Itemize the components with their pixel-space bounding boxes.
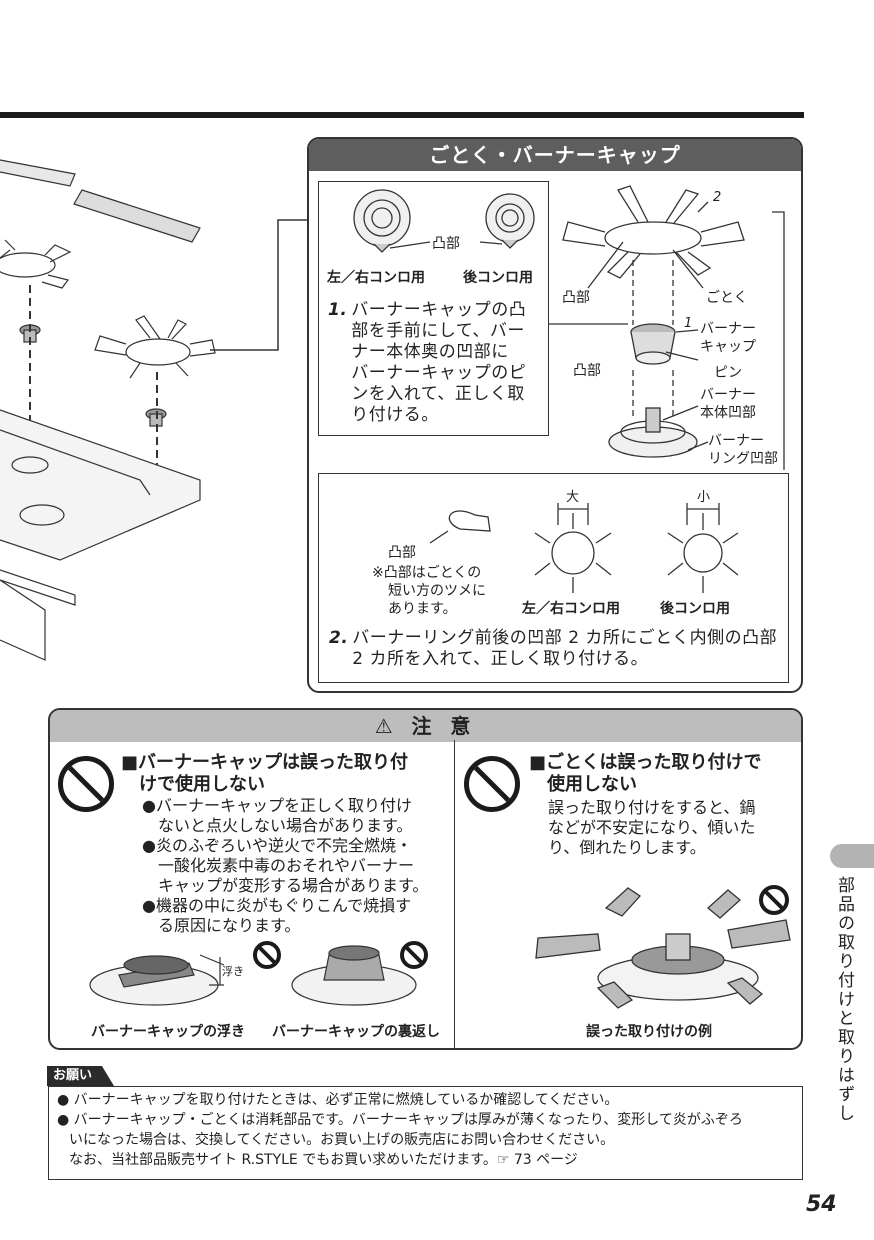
burner-cap-label-line: キャップ bbox=[700, 339, 756, 355]
step2-box bbox=[318, 473, 789, 683]
caption-cap-float: バーナーキャップの浮き bbox=[91, 1024, 245, 1040]
gotoku-sizes-illustration bbox=[429, 503, 739, 593]
request-line: ● バーナーキャップ・ごとくは消耗部品です。バーナーキャップは厚みが薄くなったり… bbox=[57, 1112, 743, 1128]
prohibited-icon bbox=[464, 756, 520, 812]
pin-label: ピン bbox=[714, 365, 742, 381]
bullet-line: る原因になります。 bbox=[158, 916, 301, 935]
bullet-line: ●機器の中に炎がもぐりこんで焼損す bbox=[142, 896, 412, 915]
body-line: り、倒れたりします。 bbox=[548, 838, 706, 857]
step1-line: 部を手前にして、バー bbox=[351, 321, 525, 341]
burner-cap-label-line: バーナー bbox=[700, 321, 756, 337]
step1-line: ナー本体奥の凹部に bbox=[351, 342, 509, 362]
burner-ring-label-line: バーナー bbox=[708, 433, 764, 449]
request-line: ● バーナーキャップを取り付けたときは、必ず正常に燃焼しているか確認してください… bbox=[57, 1092, 619, 1108]
body-line: 誤った取り付けをすると、鍋 bbox=[548, 798, 756, 817]
heading-line: 使用しない bbox=[547, 774, 637, 795]
heading-line: ■バーナーキャップは誤った取り付 bbox=[121, 752, 409, 773]
large-label: 大 bbox=[566, 490, 580, 505]
request-line: いになった場合は、交換してください。お買い上げの販売店にお問い合わせください。 bbox=[69, 1132, 615, 1148]
cap-types-illustration bbox=[353, 189, 535, 253]
burner-body-label-line: バーナー bbox=[700, 387, 756, 403]
section-tab bbox=[830, 844, 874, 868]
step2-line: バーナーリング前後の凹部 2 カ所にごとく内側の凸部 bbox=[352, 628, 778, 648]
bump-note-line: あります。 bbox=[388, 601, 457, 617]
burner-ring-label: バーナー リング凹部 bbox=[708, 432, 778, 468]
float-label: 浮き bbox=[222, 965, 244, 978]
bump-note-line: 短い方のツメに bbox=[388, 583, 486, 599]
caption-wrong-install: 誤った取り付けの例 bbox=[586, 1024, 712, 1040]
caution-header: ⚠ 注 意 bbox=[50, 710, 801, 742]
page-number: 54 bbox=[806, 1192, 837, 1217]
cap-bump-label: 凸部 bbox=[573, 363, 601, 379]
step1-line: り付ける。 bbox=[351, 405, 439, 425]
request-box: ● バーナーキャップを取り付けたときは、必ず正常に燃焼しているか確認してください… bbox=[48, 1086, 803, 1180]
burner-cap-label: バーナー キャップ bbox=[700, 320, 756, 356]
caution-right-body: 誤った取り付けをすると、鍋 などが不安定になり、傾いた り、倒れたりします。 bbox=[548, 798, 798, 858]
warning-triangle-icon: ⚠ bbox=[374, 714, 399, 738]
step1-line: ンを入れて、正しく取 bbox=[351, 384, 525, 404]
burner-ring-label-line: リング凹部 bbox=[708, 451, 778, 467]
caution-left-bullets: ●バーナーキャップを正しく取り付け ないと点火しない場合があります。 ●炎のふぞ… bbox=[142, 796, 450, 936]
burner-body-label-line: 本体凹部 bbox=[700, 405, 756, 421]
top-rule bbox=[0, 112, 804, 118]
gotoku-label: ごとく bbox=[706, 290, 748, 306]
gotoku-claw-bump-label: 凸部 bbox=[388, 545, 416, 561]
bump-label: 凸部 bbox=[432, 236, 460, 252]
bump-note: ※凸部はごとくの 短い方のツメに あります。 bbox=[372, 564, 486, 618]
panel-title: ごとく・バーナーキャップ bbox=[309, 139, 801, 171]
burner-body-label: バーナー 本体凹部 bbox=[700, 386, 756, 422]
heading-line: けで使用しない bbox=[139, 774, 265, 795]
step2-line: 2 カ所を入れて、正しく取り付ける。 bbox=[352, 649, 649, 669]
request-tag: お願い bbox=[47, 1066, 115, 1086]
step2-instruction: 2. バーナーリング前後の凹部 2 カ所にごとく内側の凸部 2 カ所を入れて、正… bbox=[329, 628, 789, 670]
bullet-line: ●炎のふぞろいや逆火で不完全燃焼・ bbox=[142, 836, 412, 855]
caution-right-heading: ■ごとくは誤った取り付けで 使用しない bbox=[529, 752, 799, 796]
bullet-line: ないと点火しない場合があります。 bbox=[158, 816, 413, 835]
wrong-gotoku-illustration bbox=[535, 885, 791, 1009]
bump-note-line: ※凸部はごとくの bbox=[372, 565, 482, 581]
step1-line: バーナーキャップの凸 bbox=[351, 300, 527, 320]
burner-cap-float-illustration bbox=[89, 941, 428, 1006]
caution-section: ⚠ 注 意 bbox=[48, 708, 803, 1050]
callout-2: 2 bbox=[713, 190, 722, 205]
caption-cap-reverse: バーナーキャップの裏返し bbox=[272, 1024, 440, 1040]
request-line: なお、当社部品販売サイト R.STYLE でもお買い求めいただけます。☞ 73 … bbox=[69, 1152, 578, 1168]
step1-line: バーナーキャップのピ bbox=[351, 363, 527, 383]
gotoku-bump-label: 凸部 bbox=[562, 290, 590, 306]
cooktop-illustration bbox=[0, 159, 216, 661]
caution-left-heading: ■バーナーキャップは誤った取り付 けで使用しない bbox=[121, 752, 451, 796]
small-label: 小 bbox=[697, 490, 711, 505]
step1-instruction: 1. バーナーキャップの凸 部を手前にして、バー ナー本体奥の凹部に バーナーキ… bbox=[328, 300, 546, 426]
heading-line: ■ごとくは誤った取り付けで bbox=[529, 752, 762, 773]
rear-burner-size-label: 後コンロ用 bbox=[660, 601, 730, 617]
connector-lines bbox=[210, 219, 308, 351]
caution-divider bbox=[454, 740, 455, 1048]
assembly-diagram bbox=[548, 185, 785, 470]
caution-title: 注 意 bbox=[411, 714, 477, 738]
step2-number: 2. bbox=[329, 628, 349, 648]
bullet-line: 一酸化炭素中毒のおそれやバーナー bbox=[158, 856, 415, 875]
left-right-burner-label: 左／右コンロ用 bbox=[327, 270, 425, 286]
callout-1: 1 bbox=[684, 316, 693, 331]
step1-number: 1. bbox=[328, 300, 348, 320]
body-line: などが不安定になり、傾いた bbox=[548, 818, 756, 837]
side-section-title: 部品の取り付けと取りはずし bbox=[834, 876, 854, 1123]
bullet-line: ●バーナーキャップを正しく取り付け bbox=[142, 796, 412, 815]
bullet-line: キャップが変形する場合があります。 bbox=[158, 876, 429, 895]
rear-burner-label: 後コンロ用 bbox=[463, 270, 533, 286]
left-right-burner-size-label: 左／右コンロ用 bbox=[522, 601, 620, 617]
prohibited-icon bbox=[58, 756, 114, 812]
